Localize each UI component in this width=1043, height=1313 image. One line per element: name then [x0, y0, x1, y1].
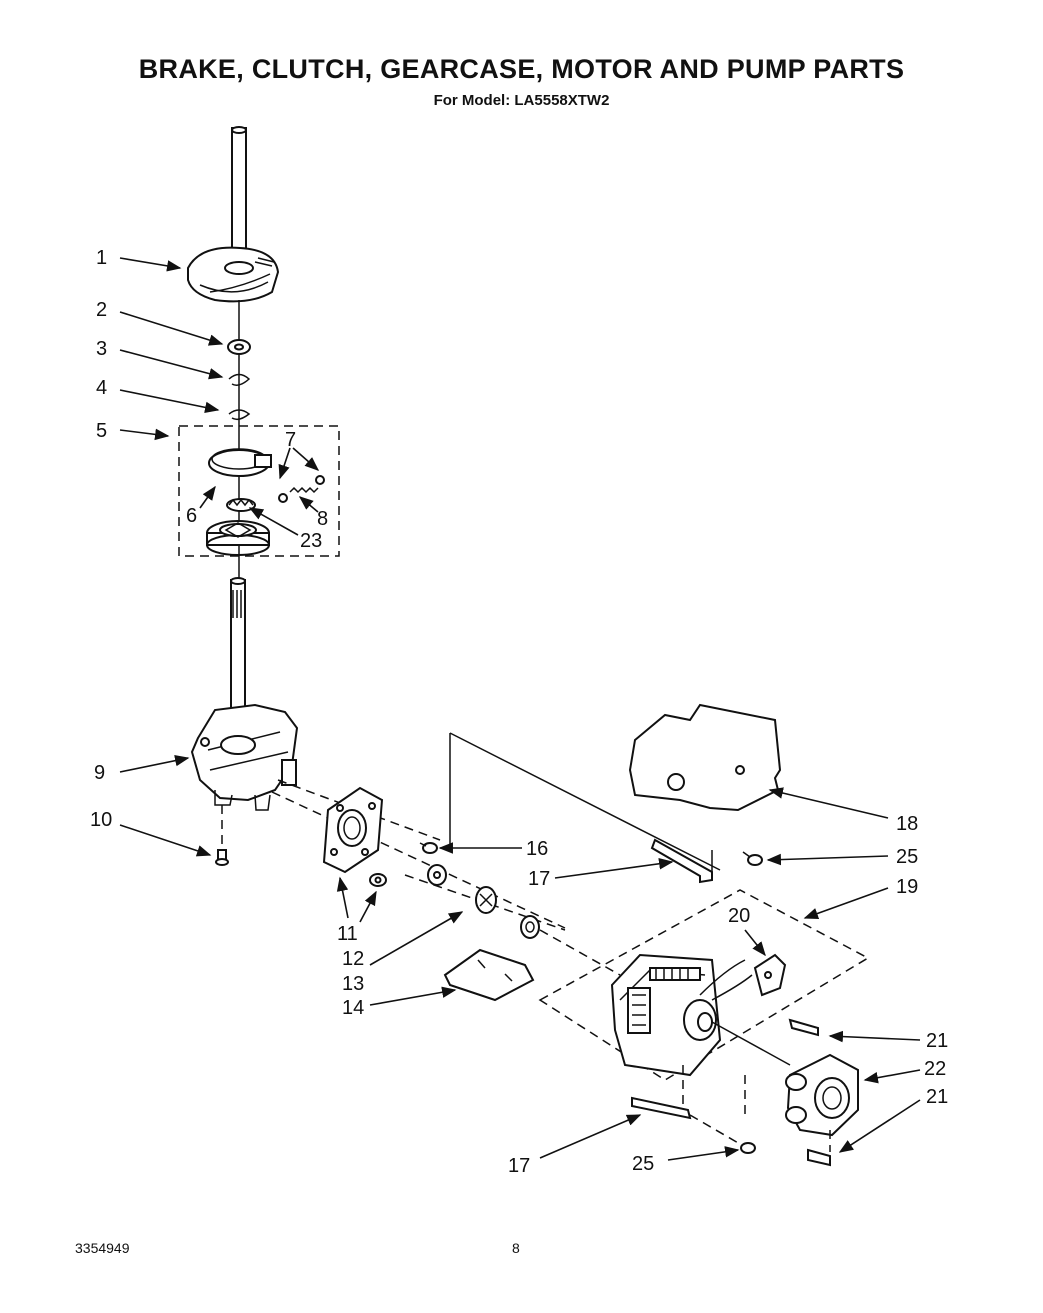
callout-17-lower: 17	[508, 1155, 530, 1177]
callout-arrows	[119, 257, 921, 1161]
callout-25-upper: 25	[896, 846, 918, 868]
callout-5: 5	[96, 420, 107, 442]
callout-20: 20	[728, 905, 750, 927]
screw-part-25-lower[interactable]	[689, 1114, 756, 1154]
callout-7: 7	[285, 429, 296, 451]
callout-12: 12	[342, 948, 364, 970]
callout-1: 1	[96, 247, 107, 269]
motor-body[interactable]	[610, 953, 791, 1077]
callout-25-lower: 25	[632, 1153, 654, 1175]
callout-16: 16	[526, 838, 548, 860]
callout-8: 8	[317, 508, 328, 530]
callout-6: 6	[186, 505, 197, 527]
spring-part-7[interactable]	[289, 475, 325, 494]
clutch-lining-part-23[interactable]	[226, 498, 256, 512]
ring-part-4[interactable]	[228, 409, 251, 421]
pump-plate-part-11[interactable]	[322, 786, 384, 874]
callout-3: 3	[96, 338, 107, 360]
washer-part-2[interactable]	[227, 339, 251, 355]
pump-housing-part-22[interactable]	[744, 1053, 859, 1152]
clutch-pulley[interactable]	[206, 520, 270, 556]
brake-assembly-box-part-5	[178, 425, 340, 557]
callout-4: 4	[96, 377, 107, 399]
pin-part-8[interactable]	[278, 493, 288, 503]
callout-9: 9	[94, 762, 105, 784]
callout-19: 19	[896, 876, 918, 898]
model-subtitle: For Model: LA5558XTW2	[433, 92, 610, 109]
callout-13: 13	[342, 973, 364, 995]
screw-part-10[interactable]	[215, 805, 229, 866]
motor-assembly-box-part-19	[538, 889, 870, 1081]
callout-21-upper: 21	[926, 1030, 948, 1052]
callout-21-lower: 21	[926, 1086, 948, 1108]
page-title: BRAKE, CLUTCH, GEARCASE, MOTOR AND PUMP …	[138, 54, 905, 84]
pump-clip-part-21-lower[interactable]	[807, 1148, 831, 1167]
nut-part-12[interactable]	[369, 873, 387, 887]
callout-14: 14	[342, 997, 364, 1019]
motor-switch-part-20[interactable]	[699, 953, 787, 1001]
callout-23: 23	[300, 530, 322, 552]
brake-cam-part-1[interactable]	[187, 246, 280, 303]
motor-clip-part-17-lower[interactable]	[631, 1065, 692, 1120]
motor-clip-part-17-upper[interactable]	[650, 838, 713, 884]
page-number: 8	[512, 1240, 520, 1256]
callout-2: 2	[96, 299, 107, 321]
screw-part-25-upper[interactable]	[742, 851, 763, 866]
motor-mount-part-18[interactable]	[628, 703, 782, 812]
callout-11: 11	[337, 923, 358, 945]
pump-clip-part-21-upper[interactable]	[788, 1018, 819, 1037]
retaining-ring-part-3[interactable]	[228, 373, 251, 386]
callout-10: 10	[90, 809, 112, 831]
brake-band-part-6[interactable]	[208, 448, 272, 477]
gasket-part-14[interactable]	[443, 948, 535, 1002]
gearcase-part-9[interactable]	[190, 703, 299, 811]
document-number: 3354949	[75, 1240, 130, 1256]
callout-17-upper: 17	[528, 868, 550, 890]
pump-impeller-part-13[interactable]	[427, 864, 540, 939]
screw-part-16[interactable]	[419, 842, 438, 854]
upper-shaft	[231, 126, 247, 269]
callout-18: 18	[896, 813, 918, 835]
callout-22: 22	[924, 1058, 946, 1080]
